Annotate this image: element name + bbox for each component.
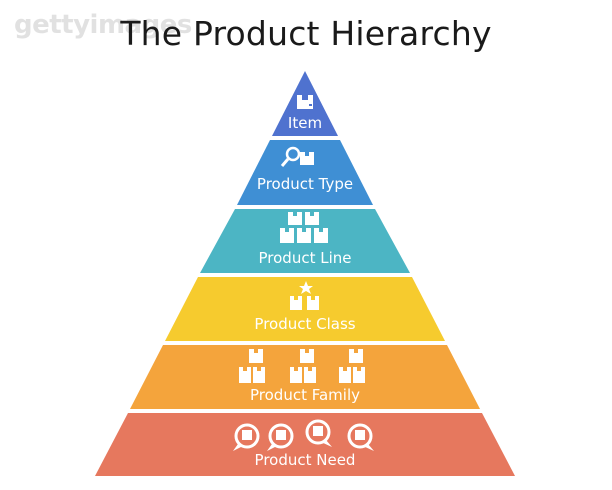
level-product-type: Product Type xyxy=(237,140,373,205)
stacked-boxes-icon xyxy=(239,349,265,383)
level-product-need-band xyxy=(95,413,515,476)
chat-box-icon xyxy=(267,423,294,451)
level-item-label: Item xyxy=(288,114,322,132)
level-product-family: Product Family xyxy=(130,345,480,409)
level-product-need-label: Product Need xyxy=(255,451,356,469)
stacked-boxes-icon xyxy=(280,212,328,243)
level-product-class: Product Class xyxy=(165,277,445,341)
stacked-boxes-icon xyxy=(339,349,365,383)
chat-box-icon xyxy=(233,423,260,451)
page-title: The Product Hierarchy xyxy=(120,14,492,53)
level-product-line-label: Product Line xyxy=(259,249,352,267)
level-product-class-label: Product Class xyxy=(254,315,355,333)
chat-box-icon xyxy=(347,423,374,451)
level-product-need: Product Need xyxy=(95,413,515,476)
star-boxes-icon xyxy=(290,281,319,310)
level-item: Item xyxy=(272,71,338,136)
box-icon xyxy=(300,152,314,165)
chat-box-icon xyxy=(305,419,332,447)
box-icon xyxy=(297,95,313,109)
magnifier-icon xyxy=(280,146,301,167)
level-product-type-band xyxy=(237,140,373,205)
level-product-family-label: Product Family xyxy=(250,386,360,404)
watermark: gettyimages xyxy=(14,10,192,40)
stacked-boxes-icon xyxy=(290,349,316,383)
level-product-type-label: Product Type xyxy=(257,175,353,193)
level-product-class-band xyxy=(165,277,445,341)
level-product-line: Product Line xyxy=(200,209,410,273)
